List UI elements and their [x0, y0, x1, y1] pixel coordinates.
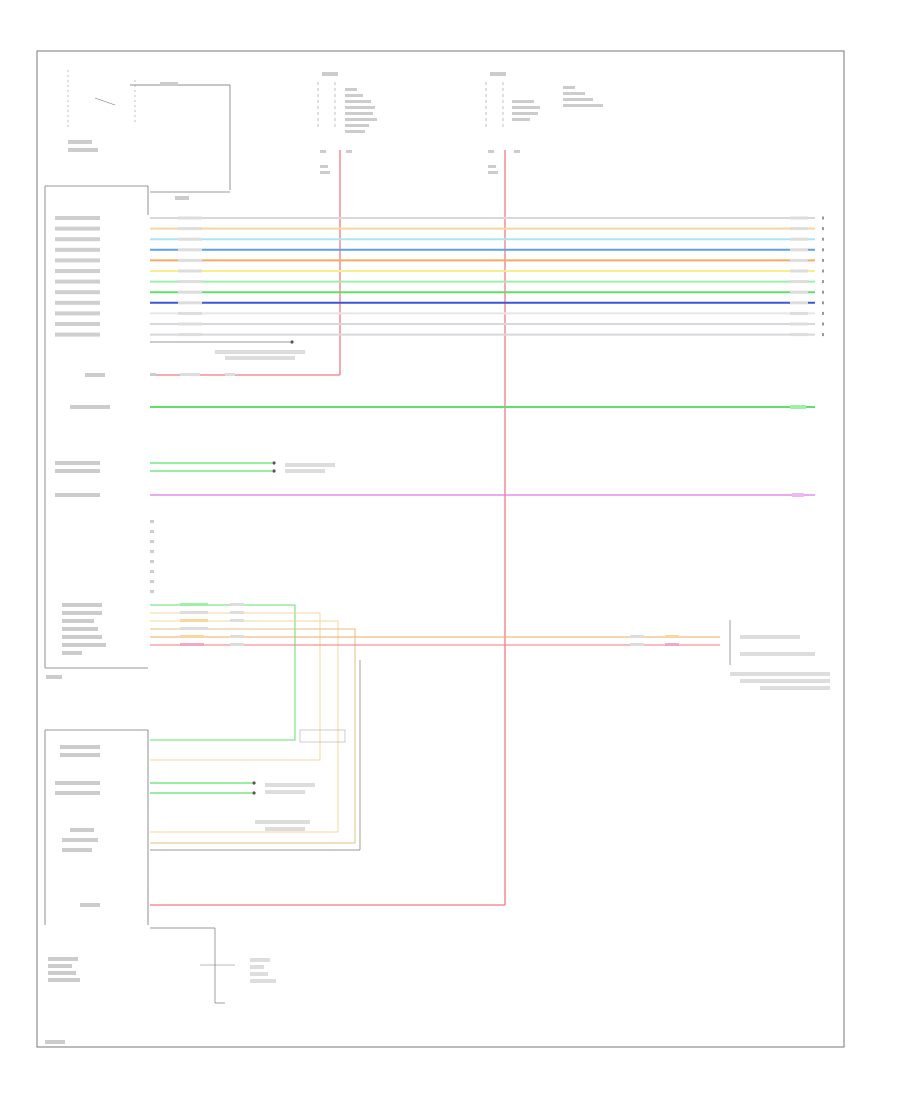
wire-end-label-12 — [790, 333, 808, 337]
speaker-wire-bundle — [150, 217, 815, 336]
connector-pin-12 — [822, 333, 824, 337]
wire-color-label-12 — [178, 333, 202, 337]
wire-end-label-11 — [790, 322, 808, 326]
wire-end-label-10 — [790, 311, 808, 315]
wire-pin-label-6 — [55, 269, 100, 273]
wire-color-label-10 — [178, 311, 202, 315]
top-left-component — [67, 70, 231, 190]
lower-left-labels — [62, 603, 106, 655]
wire-pin-label-3 — [55, 237, 100, 242]
radio-module-outline — [44, 185, 230, 679]
wire-pin-label-1 — [55, 216, 100, 220]
wire-color-label-7 — [178, 280, 202, 284]
wire-pin-label-9 — [55, 300, 100, 305]
bottom-module-outline — [44, 729, 235, 1004]
lower-wire-color-labels — [180, 603, 244, 646]
wire-end-label-5 — [790, 258, 808, 262]
wire-color-label-1 — [178, 216, 202, 220]
ground-dot — [290, 340, 294, 344]
connector-pin-5 — [822, 258, 824, 262]
connector-pin-1 — [822, 216, 824, 220]
wire-color-label-4 — [178, 248, 202, 252]
wire-color-label-9 — [178, 301, 202, 305]
wire-color-label-11 — [178, 322, 202, 326]
connector-pin-4 — [822, 248, 824, 252]
left-pin-labels — [55, 216, 202, 337]
connector-pin-8 — [822, 290, 824, 294]
connector-pin-11 — [822, 322, 824, 326]
wire-end-label-9 — [790, 301, 808, 305]
connector-pin-7 — [822, 280, 824, 284]
wire-end-label-4 — [790, 248, 808, 252]
connector-pin-2 — [822, 227, 824, 231]
wire-pin-label-4 — [55, 247, 100, 252]
wire-color-label-6 — [178, 269, 202, 273]
wire-end-label-2 — [790, 227, 808, 231]
wire-pin-label-5 — [55, 258, 100, 263]
wire-color-label-3 — [178, 237, 202, 241]
connector-pin-6 — [822, 269, 824, 273]
wire-end-label-1 — [790, 216, 808, 220]
diagram-frame — [36, 50, 845, 1048]
right-connector-pins — [790, 216, 824, 337]
wire-color-label-2 — [178, 227, 202, 231]
wire-pin-label-2 — [55, 226, 100, 231]
connector-pin-10 — [822, 311, 824, 315]
connector-pin-3 — [822, 237, 824, 241]
wire-pin-label-7 — [55, 279, 100, 284]
wire-pin-label-8 — [55, 290, 100, 295]
wire-pin-label-11 — [55, 322, 100, 326]
wire-color-label-8 — [178, 290, 202, 294]
wire-end-label-8 — [790, 290, 808, 294]
fuse-block-left — [317, 72, 377, 174]
wire-end-label-3 — [790, 237, 808, 241]
connector-pin-9 — [822, 301, 824, 305]
bottom-left-labels — [45, 745, 100, 1044]
wire-end-label-6 — [790, 269, 808, 273]
wire-end-label-7 — [790, 280, 808, 284]
wire-pin-label-12 — [55, 332, 100, 337]
wire-pin-label-10 — [55, 311, 100, 316]
wire-color-label-5 — [178, 258, 202, 262]
fuse-block-right — [485, 72, 603, 174]
pin-column-middle — [150, 520, 154, 593]
splice-box — [299, 729, 346, 743]
audio-interconnect-wires — [150, 604, 361, 851]
